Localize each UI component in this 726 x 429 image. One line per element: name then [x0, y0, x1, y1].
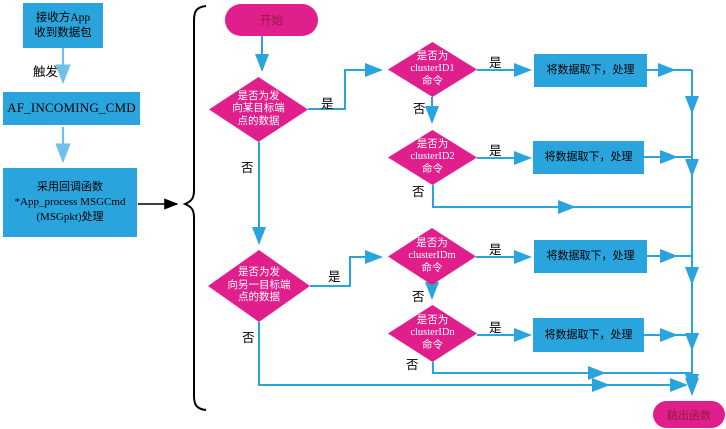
af-incoming-cmd-box: AF_INCOMING_CMD — [3, 92, 140, 125]
process-box-3: 将数据取下，处理 — [534, 240, 647, 273]
decision-clustern-line2: clusterIDn — [410, 327, 455, 339]
yes-label-cn: 是 — [489, 321, 502, 335]
process-box-1-label: 将数据取下，处理 — [546, 64, 635, 77]
arrow-d1-yes — [308, 63, 383, 110]
yes-label-cm: 是 — [489, 243, 502, 257]
decision-clusterm-line1: 是否为 — [416, 237, 448, 249]
no-label-d2: 否 — [242, 331, 255, 345]
start-terminator: 开始 — [225, 4, 318, 36]
decision-clustern-line1: 是否为 — [416, 314, 449, 326]
decision-cluster2-line1: 是否为 — [416, 138, 449, 150]
decision-endpoint1-line2: 向某目标端 — [232, 103, 285, 115]
brace — [182, 5, 207, 411]
yes-label-c1: 是 — [489, 56, 502, 70]
no-label-c2: 否 — [412, 185, 425, 199]
arrow-c2-no — [432, 185, 576, 214]
arrow-d2-yes — [310, 250, 383, 287]
decision-clusterm-line3: 命令 — [421, 262, 443, 274]
decision-cluster2-line2: clusterID2 — [410, 151, 455, 163]
callback-box: 采用回调函数 *App_process MSGCmd (MSGpkt)处理 — [3, 168, 137, 237]
trigger-label: 触发 — [33, 65, 59, 79]
no-label-cn: 否 — [406, 358, 419, 372]
process-box-2-label: 将数据取下，处理 — [544, 151, 633, 164]
end-terminator: 跳出函数 — [653, 401, 725, 428]
yes-label-c2: 是 — [489, 144, 502, 158]
no-label-c1: 否 — [413, 102, 426, 116]
decision-clustern-line3: 命令 — [422, 339, 443, 351]
arrow-cn-no — [432, 362, 606, 380]
process-box-4-label: 将数据取下，处理 — [544, 328, 633, 341]
callback-box-line1: 采用回调函数 — [37, 181, 103, 194]
process-box-2: 将数据取下，处理 — [533, 141, 644, 174]
decision-cluster1-line3: 命令 — [422, 75, 443, 87]
receive-box: 接收方App 收到数据包 — [23, 3, 103, 48]
callback-box-line3: (MSGpkt)处理 — [36, 210, 104, 223]
receive-box-line1: 接收方App — [35, 11, 91, 24]
no-label-d1: 否 — [241, 161, 254, 175]
decision-cluster1-line2: clusterID1 — [410, 63, 455, 75]
receive-box-line2: 收到数据包 — [34, 26, 92, 39]
decision-cluster2-line3: 命令 — [422, 163, 443, 175]
process-box-3-label: 将数据取下，处理 — [546, 250, 635, 263]
decision-endpoint2-line3: 点的数据 — [238, 292, 280, 304]
af-incoming-cmd-label: AF_INCOMING_CMD — [7, 100, 136, 116]
decision-endpoint2-line1: 是否为发 — [238, 267, 280, 279]
yes-label-d1: 是 — [321, 97, 334, 111]
decision-endpoint2-line2: 向另一目标端 — [227, 279, 291, 291]
callback-box-line2: *App_process MSGCmd — [14, 196, 126, 209]
decision-endpoint1-line3: 点的数据 — [237, 115, 280, 127]
end-label: 跳出函数 — [667, 409, 711, 422]
process-box-4: 将数据取下，处理 — [533, 318, 644, 352]
process-box-1: 将数据取下，处理 — [534, 54, 647, 87]
decision-clusterm-line2: clusterIDm — [408, 250, 456, 262]
start-label: 开始 — [260, 15, 283, 27]
arrow-d2-no — [258, 322, 610, 392]
yes-label-d2: 是 — [328, 270, 341, 284]
no-label-cm: 否 — [412, 290, 425, 304]
decision-endpoint1-line1: 是否为发 — [237, 90, 280, 102]
decision-cluster1-line1: 是否为 — [416, 50, 449, 62]
